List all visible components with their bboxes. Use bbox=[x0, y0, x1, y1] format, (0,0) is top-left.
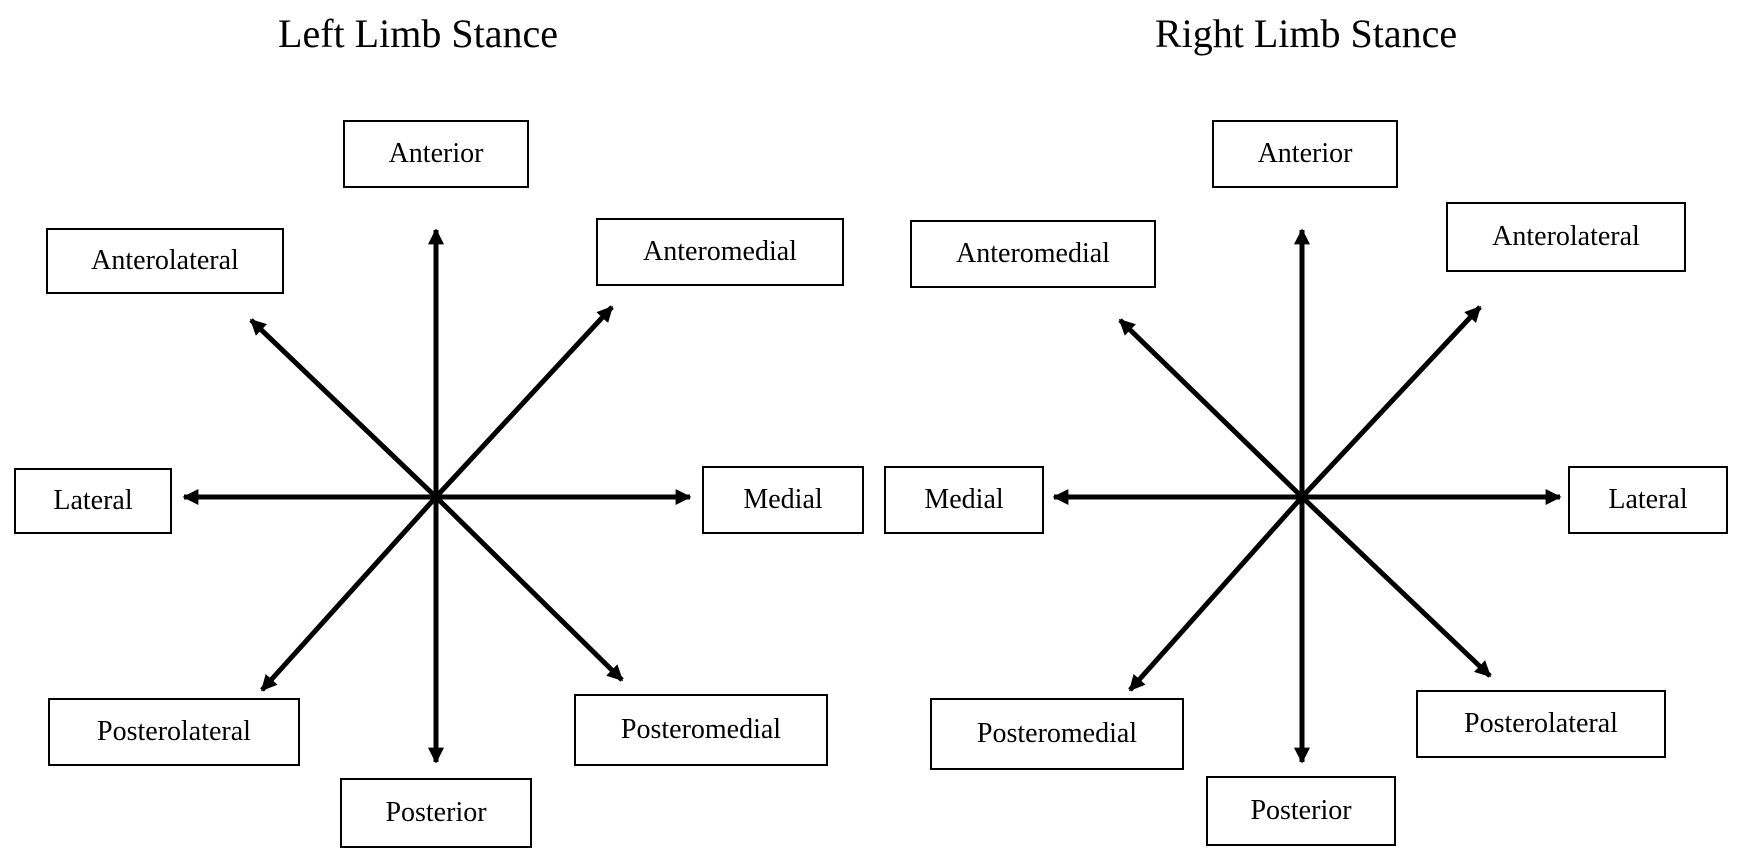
right-label-anterolateral: Anterolateral bbox=[1446, 202, 1686, 272]
right-arrow-posterolateral bbox=[1300, 495, 1492, 678]
right-label-anteromedial: Anteromedial bbox=[910, 220, 1156, 288]
left-star-diagram bbox=[182, 228, 692, 764]
left-label-anterior: Anterior bbox=[343, 120, 529, 188]
left-arrow-anterolateral bbox=[249, 318, 438, 499]
left-label-lateral: Lateral bbox=[14, 468, 172, 534]
left-label-medial: Medial bbox=[702, 466, 864, 534]
right-label-posterior: Posterior bbox=[1206, 776, 1396, 846]
left-arrow-anteromedial bbox=[434, 305, 614, 499]
left-label-posteromedial: Posteromedial bbox=[574, 694, 828, 766]
right-label-medial: Medial bbox=[884, 466, 1044, 534]
right-arrow-anterolateral bbox=[1300, 305, 1482, 499]
right-label-posterolateral: Posterolateral bbox=[1416, 690, 1666, 758]
right-label-posteromedial: Posteromedial bbox=[930, 698, 1184, 770]
left-label-anterolateral: Anterolateral bbox=[46, 228, 284, 294]
left-label-posterolateral: Posterolateral bbox=[48, 698, 300, 766]
right-label-anterior: Anterior bbox=[1212, 120, 1398, 188]
left-arrow-posteromedial bbox=[434, 495, 624, 682]
right-label-lateral: Lateral bbox=[1568, 466, 1728, 534]
right-arrow-posteromedial bbox=[1128, 495, 1304, 692]
right-star-diagram bbox=[1052, 228, 1562, 764]
left-panel-title: Left Limb Stance bbox=[278, 11, 558, 56]
right-panel-title: Right Limb Stance bbox=[1154, 11, 1458, 56]
left-arrow-posterolateral bbox=[260, 495, 438, 692]
left-label-posterior: Posterior bbox=[340, 778, 532, 848]
right-arrow-anteromedial bbox=[1118, 318, 1304, 499]
left-label-anteromedial: Anteromedial bbox=[596, 218, 844, 286]
